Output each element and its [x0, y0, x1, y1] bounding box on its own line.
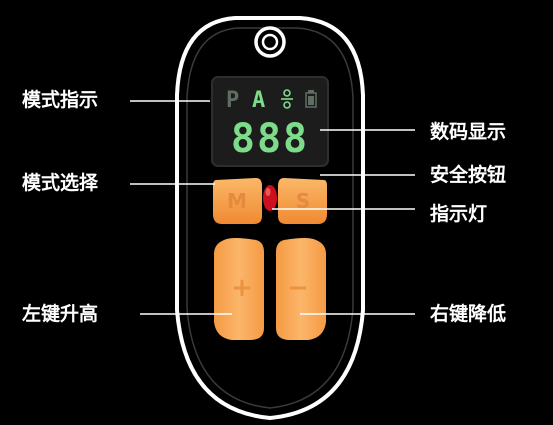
lcd-digits: 888 — [231, 116, 309, 162]
label-mode-select: 模式选择 — [22, 172, 99, 194]
lcd-mode-a: A — [252, 88, 265, 113]
safety-button-label: S — [296, 189, 310, 213]
indicator-light — [263, 185, 277, 211]
mode-button[interactable]: M — [213, 178, 262, 224]
lcd-screen: P A 888 — [211, 76, 329, 167]
lanyard-ring-icon — [254, 26, 286, 58]
safety-button[interactable]: S — [278, 178, 327, 224]
label-indicator-light: 指示灯 — [430, 203, 488, 225]
battery-icon — [305, 90, 317, 108]
minus-button[interactable]: − — [276, 238, 326, 340]
plus-button-label: + — [231, 273, 253, 303]
vibration-mode-icon — [281, 89, 293, 109]
lcd-mode-p: P — [226, 88, 239, 113]
label-safety-button: 安全按钮 — [430, 164, 507, 186]
label-left-raise: 左键升高 — [22, 303, 99, 325]
label-mode-indicator: 模式指示 — [22, 89, 99, 111]
minus-button-label: − — [287, 273, 309, 303]
label-digital-display: 数码显示 — [430, 121, 507, 143]
remote-body-inner-edge — [186, 27, 354, 409]
label-right-lower: 右键降低 — [430, 303, 507, 325]
plus-button[interactable]: + — [214, 238, 264, 340]
mode-button-label: M — [227, 189, 247, 213]
